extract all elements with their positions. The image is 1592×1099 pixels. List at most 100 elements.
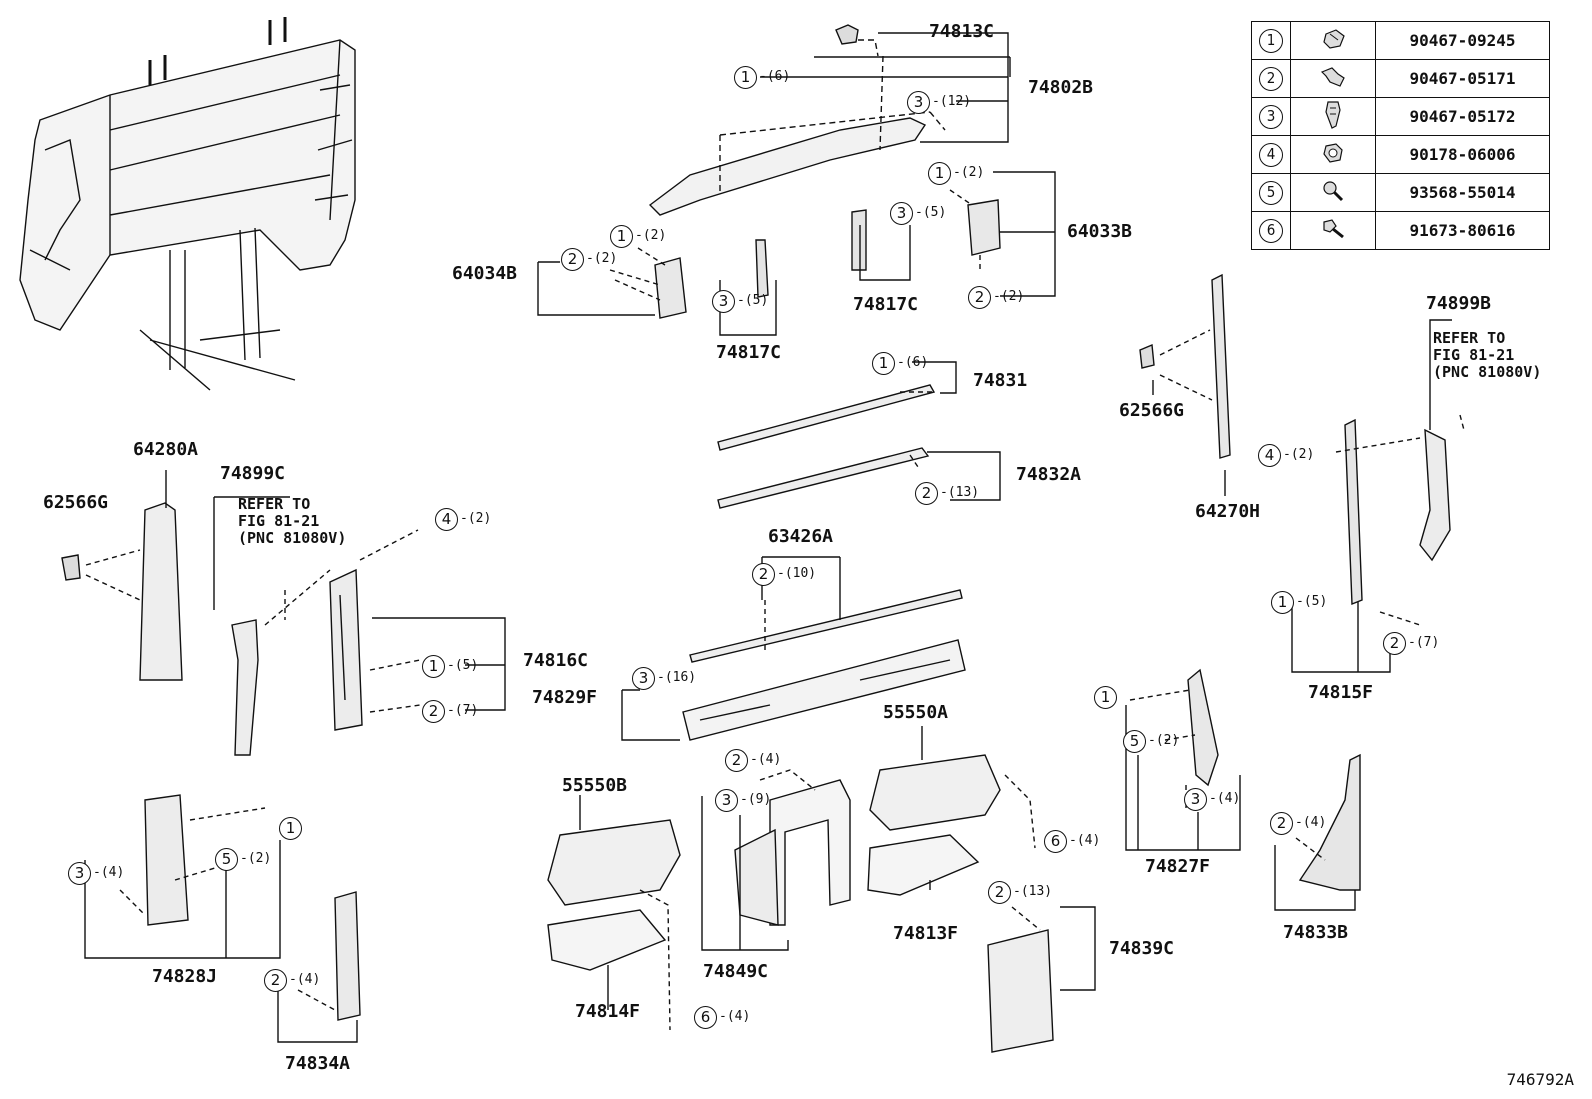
callout-circle-2: 2 (561, 248, 584, 271)
screw-icon (1290, 173, 1376, 212)
rod-74832a-drawing (717, 447, 930, 509)
callout-count: -(9) (740, 792, 772, 807)
legend-row: 3 90467-05172 (1251, 97, 1550, 136)
bolt-icon (1290, 211, 1376, 250)
trim-74816c-drawing (329, 568, 363, 731)
rod-74831-drawing (717, 384, 936, 451)
clip-62566g-left-drawing (61, 554, 81, 581)
callout-circle-2: 2 (1270, 812, 1293, 835)
callout-circle-4: 4 (1258, 444, 1281, 467)
bracket-74899b-drawing (1419, 428, 1451, 562)
callout-circle-1: 1 (610, 225, 633, 248)
long-clip-icon (1290, 97, 1376, 136)
label-74834a: 74834A (285, 1053, 351, 1074)
label-74817c-b: 74817C (853, 294, 919, 315)
legend-number: 3 (1251, 97, 1291, 136)
label-55550a: 55550A (883, 702, 949, 723)
callout-count: -(5) (915, 205, 947, 220)
callout-count: -(5) (1296, 594, 1328, 609)
label-74828j: 74828J (152, 966, 218, 987)
callout-circle-1: 1 (872, 352, 895, 375)
panel-74829f-drawing (682, 639, 966, 741)
callout-count: -(5) (737, 293, 769, 308)
label-64280a: 64280A (133, 439, 199, 460)
callout-count: -(2) (1283, 447, 1315, 462)
label-74817c-a: 74817C (716, 342, 782, 363)
legend-part-number: 90467-05172 (1375, 97, 1550, 136)
bracket-64033b-drawing (967, 199, 1001, 256)
legend-number: 5 (1251, 173, 1291, 212)
callout-count: -(12) (932, 94, 972, 109)
label-62566g-left: 62566G (43, 492, 109, 513)
callout-count: -(2) (240, 851, 272, 866)
legend-row: 4 90178-06006 (1251, 135, 1550, 174)
callout-circle-2: 2 (264, 969, 287, 992)
legend-number: 4 (1251, 135, 1291, 174)
legend-number: 1 (1251, 21, 1291, 60)
callout-count: -(4) (1295, 815, 1327, 830)
label-74815f: 74815F (1308, 682, 1374, 703)
callout-circle-3: 3 (907, 91, 930, 114)
nut-clip-icon (1290, 135, 1376, 174)
diagram-id: 746792A (1506, 1070, 1574, 1089)
callout-circle-1: 1 (1094, 686, 1117, 709)
label-74816c: 74816C (523, 650, 589, 671)
callout-count: -(6) (897, 355, 929, 370)
callout-circle-1: 1 (734, 66, 757, 89)
callout-count: -(2) (635, 228, 667, 243)
bracket-74827f-drawing (1187, 668, 1219, 787)
label-64033b: 64033B (1067, 221, 1133, 242)
callout-count: -(7) (447, 703, 479, 718)
callout-circle-2: 2 (752, 563, 775, 586)
duct-74802b-drawing (648, 117, 927, 216)
callout-circle-2: 2 (1383, 632, 1406, 655)
bracket-64034b-drawing (654, 257, 687, 319)
label-64270h: 64270H (1195, 501, 1261, 522)
callout-circle-6: 6 (1044, 830, 1067, 853)
callout-count: -(7) (1408, 635, 1440, 650)
label-74827f: 74827F (1145, 856, 1211, 877)
callout-circle-3: 3 (715, 789, 738, 812)
callout-count: -(4) (719, 1009, 751, 1024)
callout-circle-2: 2 (968, 286, 991, 309)
legend-part-number: 90178-06006 (1375, 135, 1550, 174)
panel-74813f-drawing (867, 834, 980, 896)
callout-circle-2: 2 (988, 881, 1011, 904)
strip-74817c-left-drawing (755, 239, 769, 298)
callout-circle-1: 1 (279, 817, 302, 840)
frame-structure-drawing (19, 17, 356, 391)
legend-number: 2 (1251, 59, 1291, 98)
legend-row: 2 90467-05171 (1251, 59, 1550, 98)
pillar-64280a-drawing (139, 502, 183, 681)
clip-62566g-right-drawing (1139, 343, 1155, 369)
callout-count: -(4) (750, 752, 782, 767)
flat-clip-icon (1290, 59, 1376, 98)
label-74849c: 74849C (703, 961, 769, 982)
label-74899b: 74899B (1426, 293, 1492, 314)
callout-count: -(2) (1148, 733, 1180, 748)
callout-count: -(13) (940, 485, 980, 500)
rail-74815f-drawing (1344, 418, 1363, 606)
legend-part-number: 91673-80616 (1375, 211, 1550, 250)
legend-part-number: 90467-05171 (1375, 59, 1550, 98)
frame-74849c-drawing (769, 779, 851, 926)
panel-74833b-drawing (1298, 753, 1361, 891)
callout-circle-4: 4 (435, 508, 458, 531)
pillar-74899c-drawing (231, 619, 259, 756)
label-74833b: 74833B (1283, 922, 1349, 943)
callout-count: -(4) (93, 865, 125, 880)
callout-circle-1: 1 (422, 655, 445, 678)
callout-circle-3: 3 (1184, 788, 1207, 811)
callout-circle-1: 1 (928, 162, 951, 185)
pillar-74828j-drawing (144, 794, 189, 926)
callout-circle-1: 1 (1271, 591, 1294, 614)
label-55550b: 55550B (562, 775, 628, 796)
label-74813f: 74813F (893, 923, 959, 944)
label-74832a: 74832A (1016, 464, 1082, 485)
refer-note-left: REFER TO FIG 81-21 (PNC 81080V) (238, 495, 347, 547)
box-55550b-drawing (547, 819, 681, 906)
